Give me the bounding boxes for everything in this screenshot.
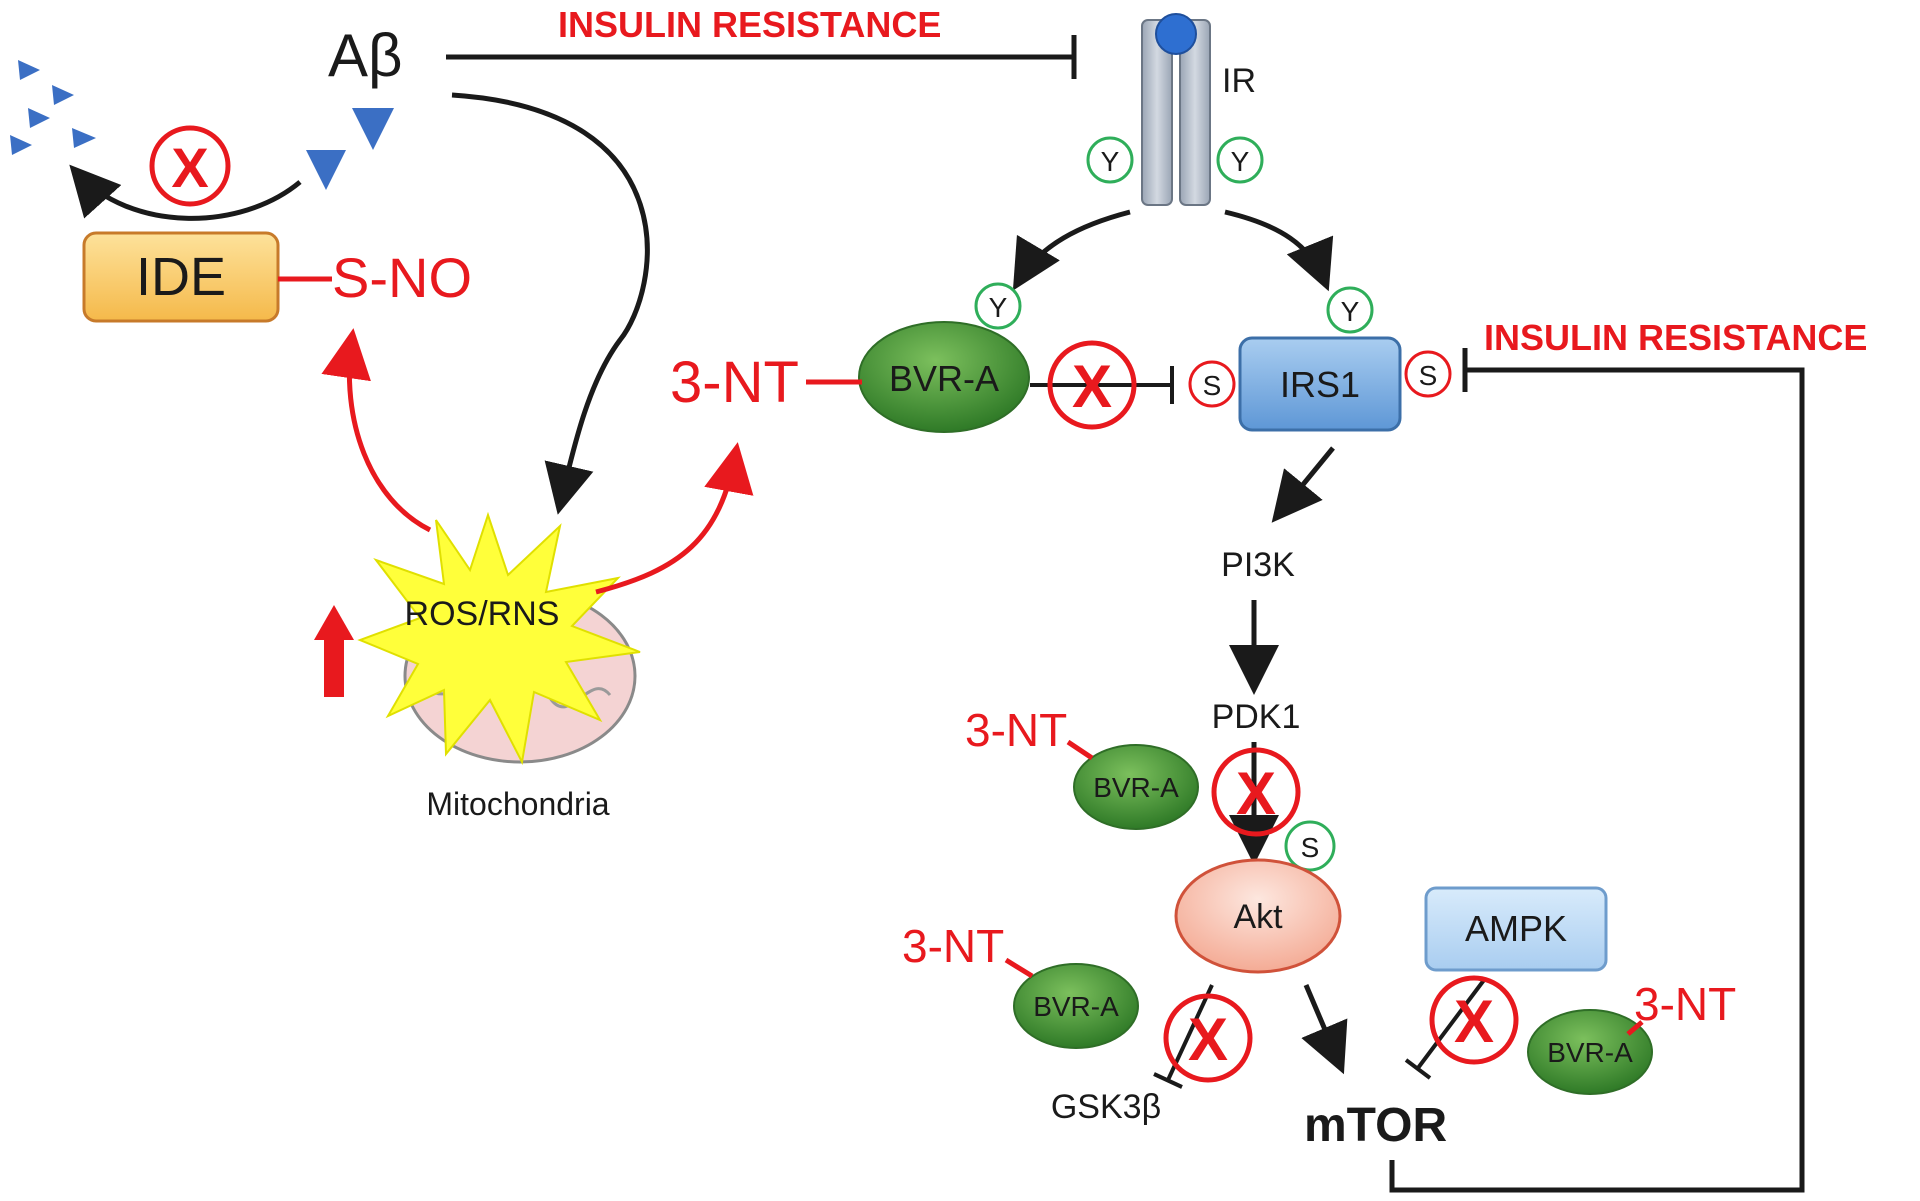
ros-starburst (357, 511, 641, 766)
ide-degradation-arrow (69, 164, 302, 221)
gsk3b-label: GSK3β (1051, 1088, 1161, 1126)
ir-irs1-arrow (1224, 209, 1334, 292)
irs1-label: IRS1 (1280, 364, 1360, 405)
bvra-ampk (1527, 1009, 1653, 1095)
akt-s: S (1284, 820, 1336, 872)
ir-y-left: Y (1086, 136, 1134, 184)
increase-arrow-icon (314, 605, 354, 697)
abeta-triangles (306, 108, 394, 190)
blocked-marker-bvra-irs1: X (1047, 340, 1137, 430)
irs1-box (1238, 336, 1402, 432)
svg-text:Y: Y (1231, 146, 1250, 177)
mitochondria-label: Mitochondria (426, 786, 609, 822)
nt-ampk-link (1626, 1020, 1644, 1036)
insulin-receptor (1141, 13, 1211, 206)
bvra-gsk-label: BVR-A (1033, 991, 1119, 1022)
svg-text:X: X (1072, 353, 1112, 420)
ampk-box (1424, 886, 1608, 972)
nt-pdk-link (1066, 739, 1094, 761)
akt-mtor-arrow (1301, 984, 1348, 1075)
svg-text:S: S (1419, 360, 1438, 391)
svg-text:Y: Y (1101, 146, 1120, 177)
nt-ampk-label: 3-NT (1634, 978, 1736, 1030)
akt-label: Akt (1233, 898, 1283, 936)
nt-gsk-link (1004, 957, 1034, 979)
ampk-label: AMPK (1465, 908, 1567, 949)
ros-nt-arrow (595, 442, 754, 595)
bvra-pdk-label: BVR-A (1093, 772, 1179, 803)
mtor-label: mTOR (1304, 1099, 1447, 1152)
mtor-irs1-feedback (1389, 367, 1805, 1193)
ros-sno-arrow (321, 328, 432, 533)
abeta-ros-arrow (451, 92, 650, 515)
svg-text:X: X (1188, 1006, 1228, 1073)
bvra-ampk-label: BVR-A (1547, 1037, 1633, 1068)
akt-node (1174, 858, 1342, 974)
svg-text:S: S (1203, 370, 1222, 401)
bvra-main (858, 321, 1030, 433)
blocked-marker-ide: X (149, 125, 231, 207)
blocked-marker-akt-gsk3b: X (1163, 993, 1253, 1083)
nt-main-label: 3-NT (670, 350, 799, 415)
abeta-label: Aβ (328, 22, 403, 89)
svg-text:Y: Y (989, 292, 1008, 323)
svg-text:S: S (1301, 832, 1320, 863)
ros-rns-label: ROS/RNS (405, 595, 560, 633)
svg-text:X: X (171, 136, 208, 199)
svg-text:Y: Y (1341, 296, 1360, 327)
ir-y-right: Y (1216, 136, 1264, 184)
irs1-s-right: S (1404, 350, 1452, 398)
bvra-main-y: Y (974, 282, 1022, 330)
bvra-main-label: BVR-A (889, 358, 999, 399)
sno-label: S-NO (332, 246, 472, 309)
blocked-marker-ampk-mtor: X (1429, 975, 1519, 1065)
svg-text:X: X (1454, 988, 1494, 1055)
bvra-gsk (1013, 963, 1139, 1049)
pi3k-label: PI3K (1221, 546, 1295, 584)
nt-pdk-label: 3-NT (965, 704, 1067, 756)
ir-bvra-arrow (1012, 209, 1131, 291)
irs1-pi3k-arrow (1271, 446, 1335, 523)
bvra-pdk (1073, 744, 1199, 830)
insulin-resistance-right: INSULIN RESISTANCE (1484, 317, 1867, 358)
irs1-y: Y (1326, 286, 1374, 334)
nt-gsk-label: 3-NT (902, 920, 1004, 972)
ir-label: IR (1222, 62, 1256, 100)
pdk1-label: PDK1 (1212, 698, 1301, 736)
ampk-mtor-inhibition (1416, 978, 1486, 1070)
blocked-marker-pdk1-akt: X (1211, 747, 1301, 837)
irs1-s-left: S (1188, 360, 1236, 408)
ide-label: IDE (136, 247, 226, 307)
svg-text:X: X (1236, 760, 1276, 827)
insulin-resistance-top: INSULIN RESISTANCE (558, 4, 941, 45)
abeta-fragments (10, 60, 96, 155)
